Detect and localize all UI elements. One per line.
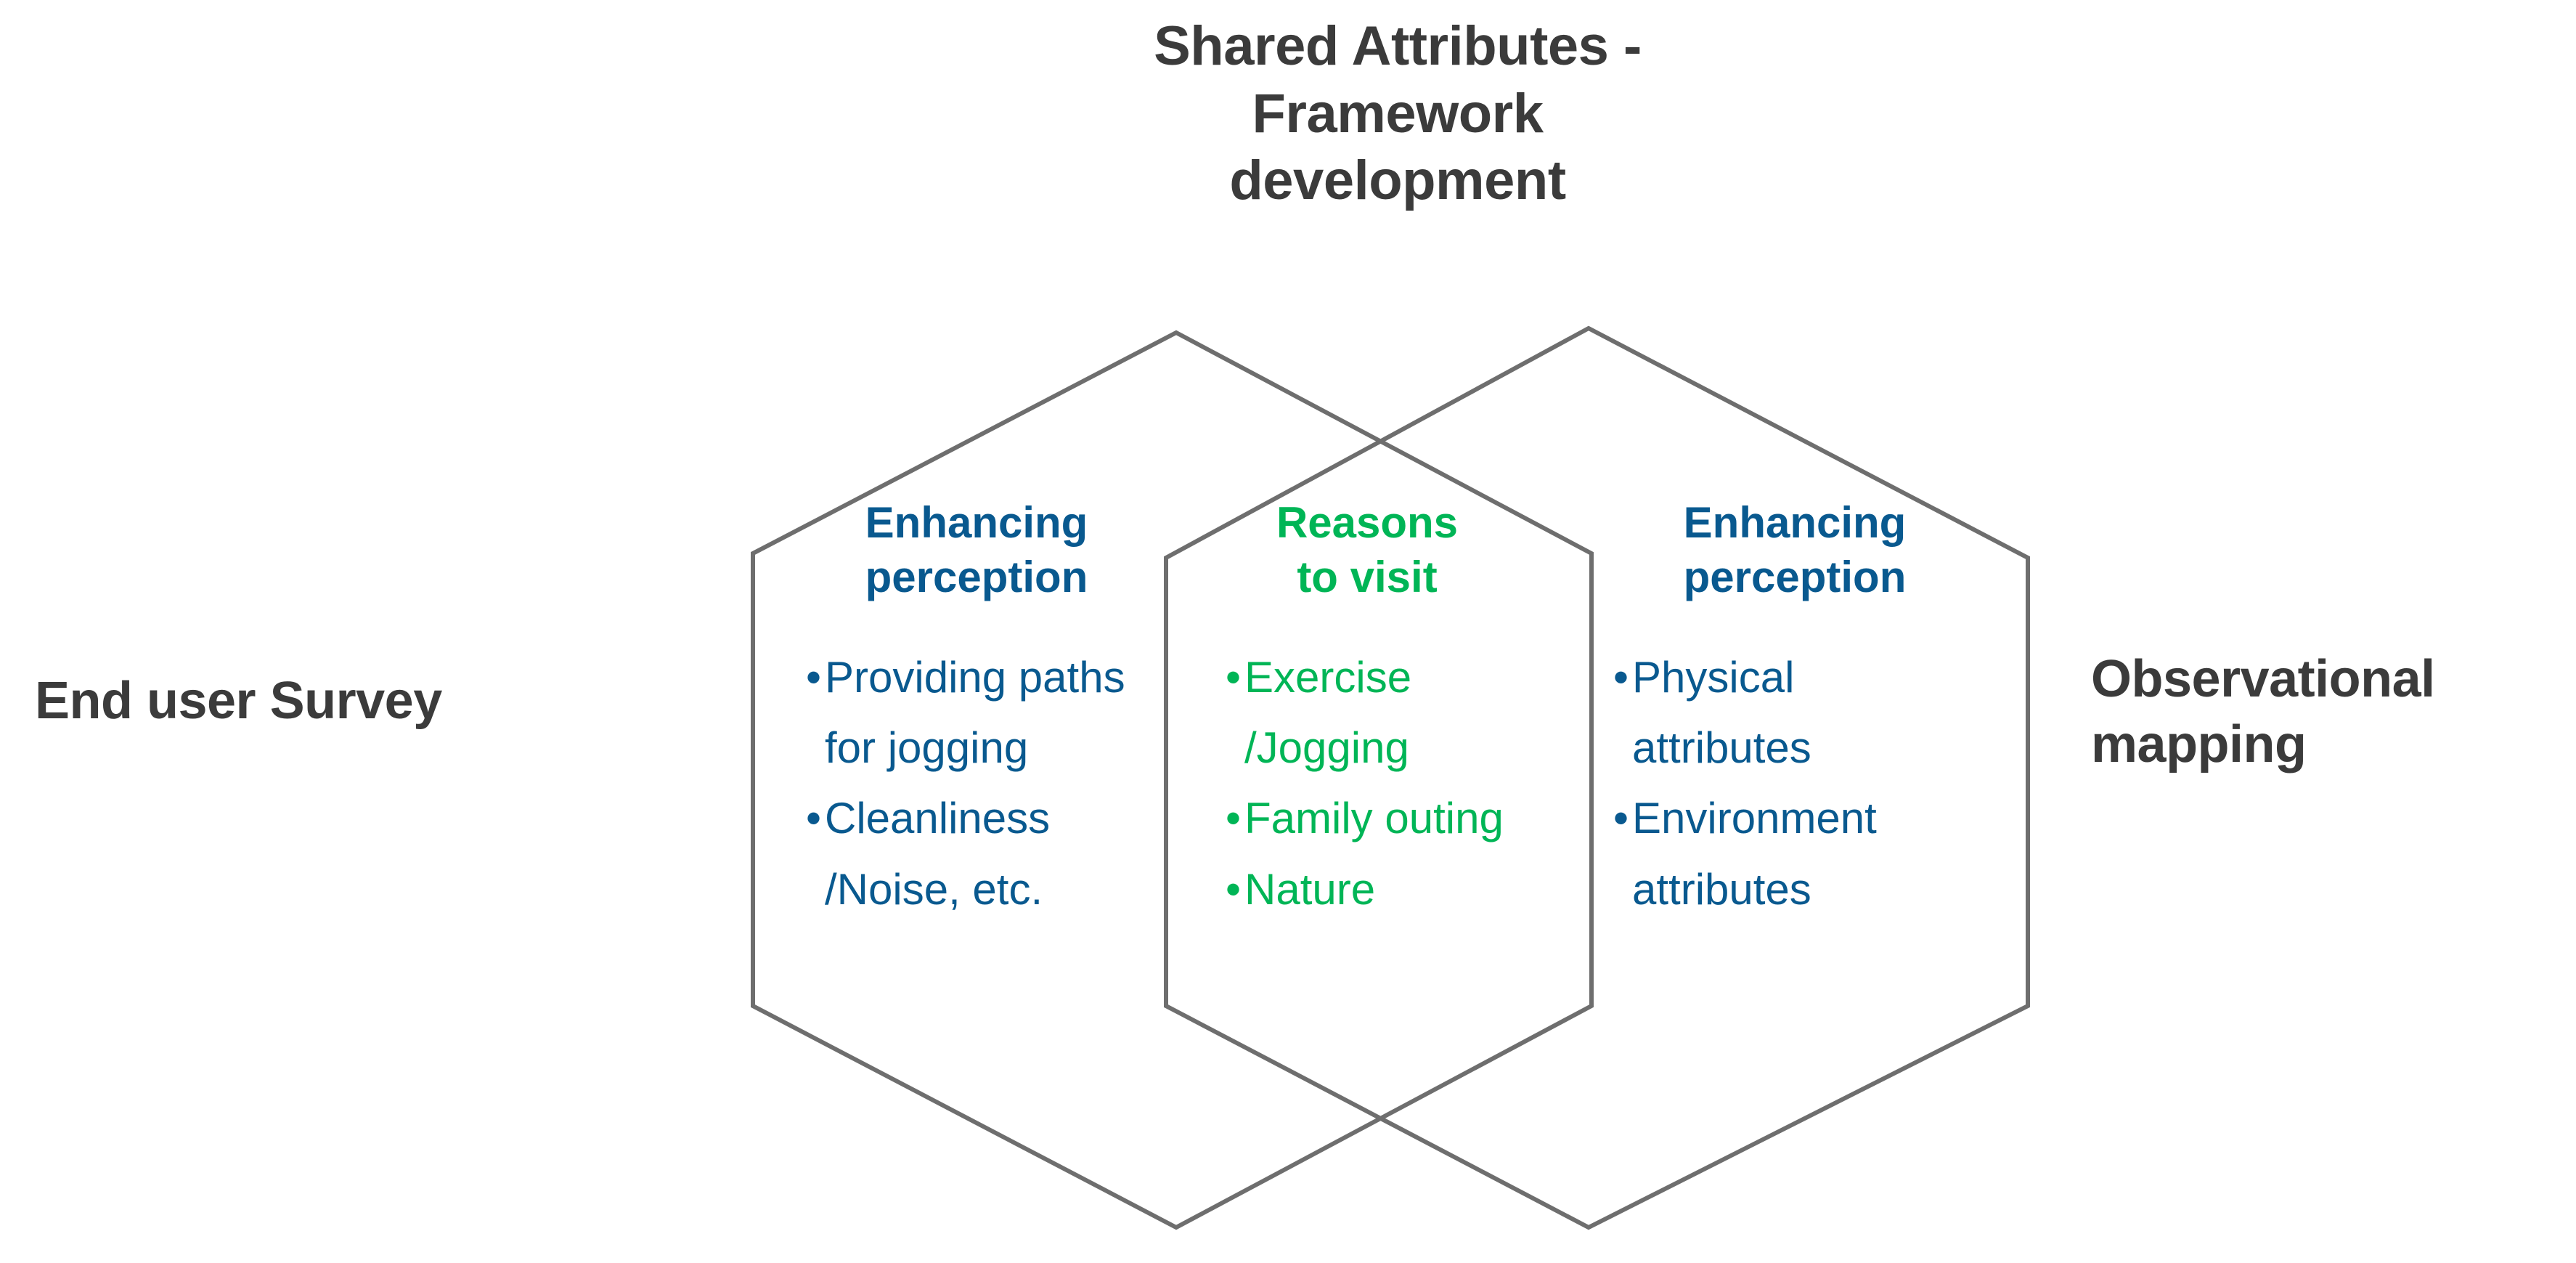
- list-item-label: Providing paths for jogging: [825, 653, 1125, 773]
- set-right-heading: Enhancing perception: [1683, 498, 1907, 601]
- set-center-content: Reasons to visit • Exercise /Jogging • F…: [1226, 495, 1509, 925]
- hexagon-right: [1164, 325, 2030, 1230]
- set-right-content: Enhancing perception • Physical attribut…: [1613, 495, 1976, 925]
- bullet-icon: •: [1613, 794, 1629, 843]
- set-right-bullet-list: • Physical attributes • Environment attr…: [1613, 642, 1976, 925]
- list-item: • Environment attributes: [1613, 783, 1976, 924]
- bullet-icon: •: [806, 653, 822, 702]
- list-item-label: Cleanliness /Noise, etc.: [825, 794, 1051, 914]
- set-center-bullet-list: • Exercise /Jogging • Family outing • Na…: [1226, 642, 1509, 925]
- list-item: • Family outing: [1226, 783, 1509, 853]
- set-center-heading: Reasons to visit: [1276, 498, 1459, 601]
- list-item: • Nature: [1226, 854, 1509, 925]
- list-item: • Exercise /Jogging: [1226, 642, 1509, 783]
- hexagon-left: [751, 330, 1594, 1230]
- set-left-content: Enhancing perception • Providing paths f…: [806, 495, 1147, 925]
- set-left-heading: Enhancing perception: [865, 498, 1088, 601]
- bullet-icon: •: [1226, 653, 1242, 702]
- list-item-label: Exercise /Jogging: [1244, 653, 1412, 773]
- bullet-icon: •: [1226, 864, 1242, 914]
- bullet-icon: •: [1226, 794, 1242, 843]
- diagram-title: Shared Attributes - Framework developmen…: [1154, 15, 1642, 212]
- list-item-label: Family outing: [1244, 794, 1504, 843]
- label-end-user-survey: End user Survey: [35, 672, 442, 730]
- list-item: • Cleanliness /Noise, etc.: [806, 783, 1147, 924]
- list-item-label: Environment attributes: [1632, 794, 1877, 914]
- set-left-bullet-list: • Providing paths for jogging • Cleanlin…: [806, 642, 1147, 925]
- list-item: • Physical attributes: [1613, 642, 1976, 783]
- label-observational-mapping: Observational mapping: [2091, 650, 2435, 773]
- bullet-icon: •: [1613, 653, 1629, 702]
- bullet-icon: •: [806, 794, 822, 843]
- list-item: • Providing paths for jogging: [806, 642, 1147, 783]
- list-item-label: Nature: [1244, 864, 1376, 914]
- list-item-label: Physical attributes: [1632, 653, 1811, 773]
